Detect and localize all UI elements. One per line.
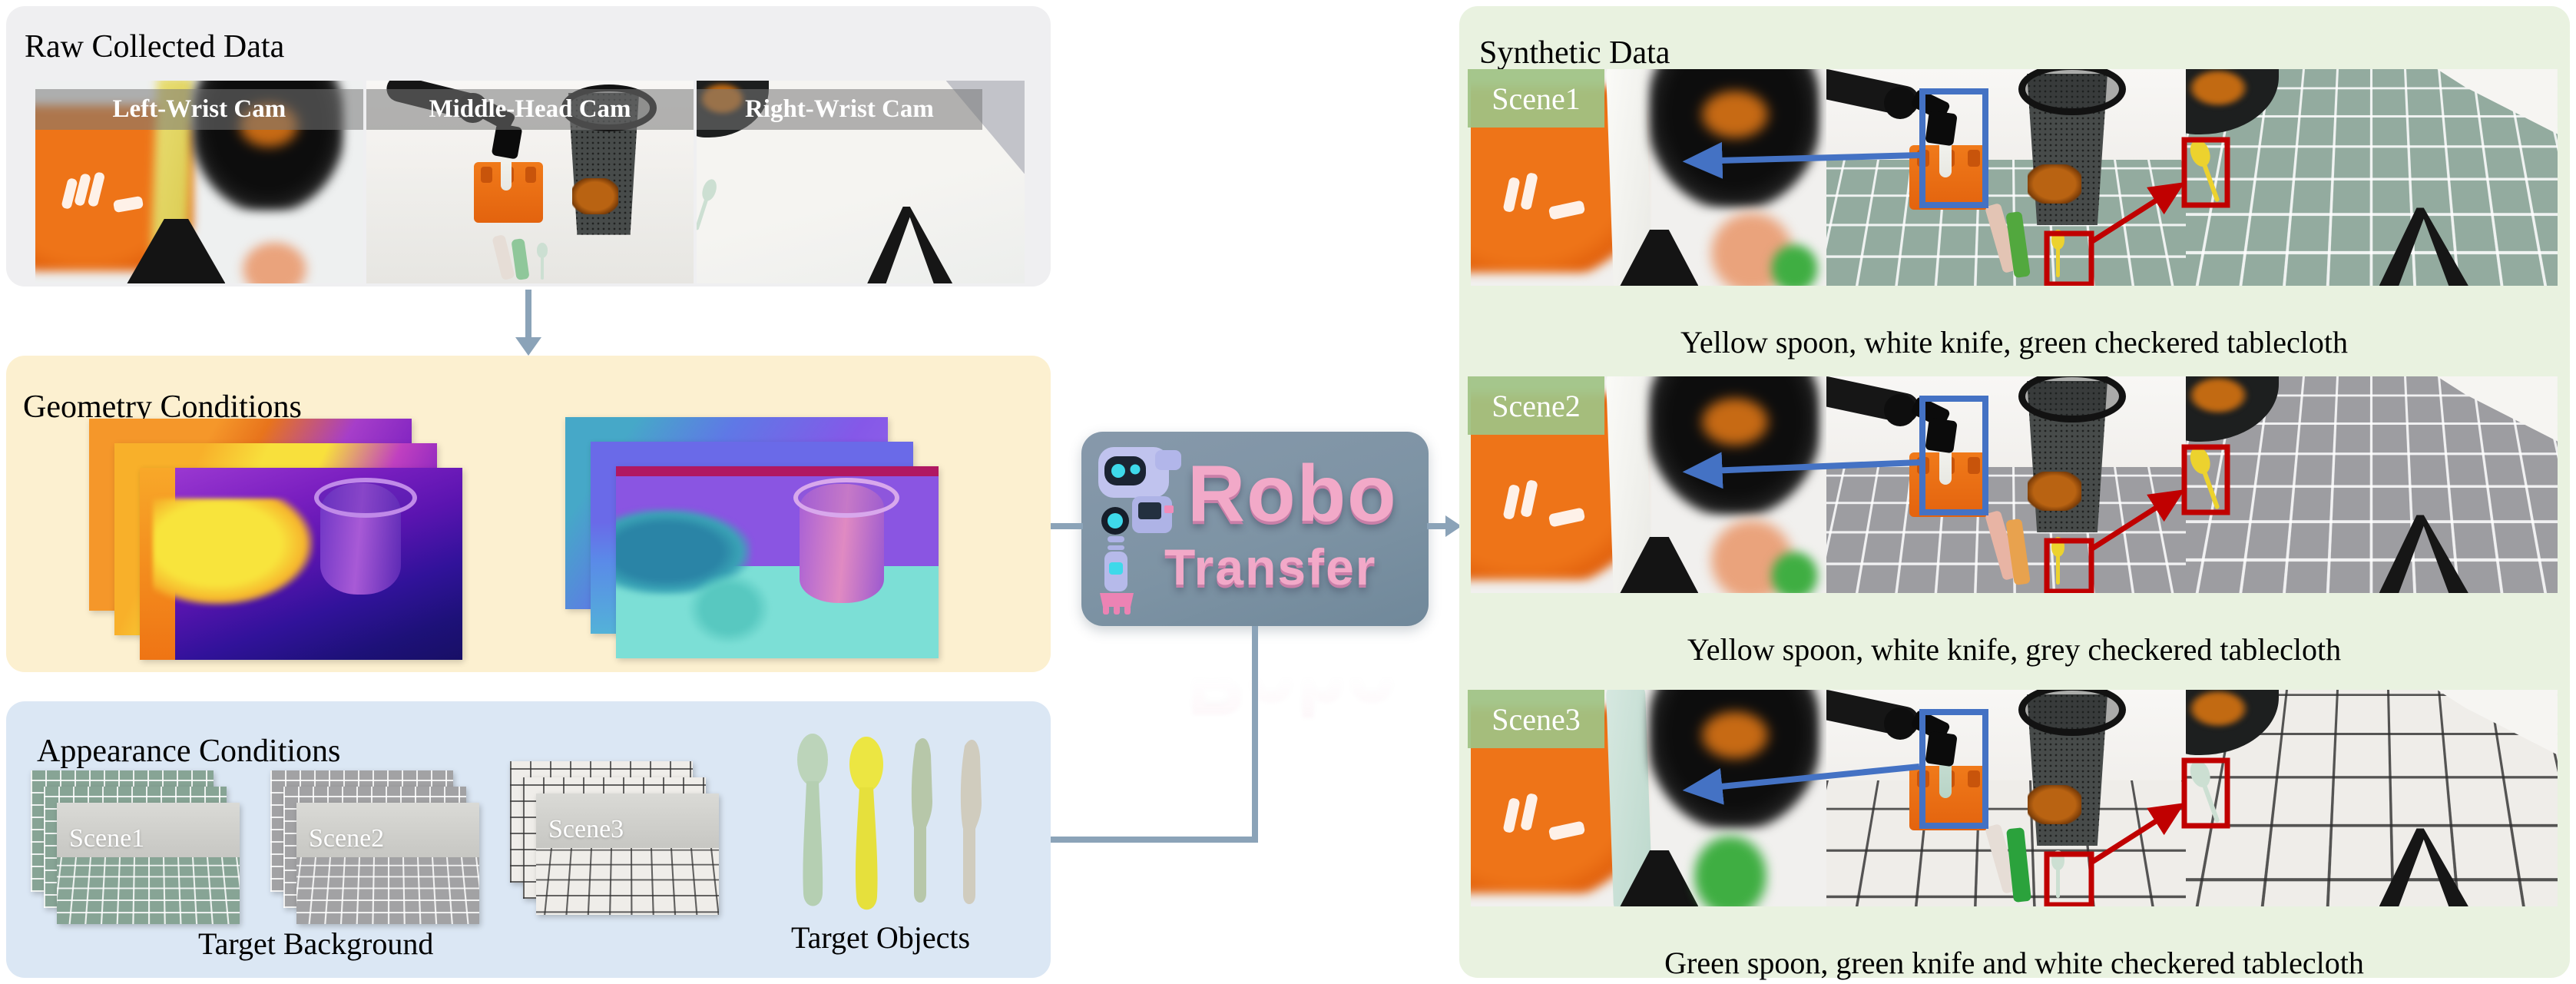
synthetic-row-scene2: Scene2 — [1468, 376, 2558, 593]
scene3-label: Scene3 — [548, 815, 624, 843]
logo-word-robo: Robo — [1187, 449, 1398, 538]
white-knife — [960, 739, 982, 904]
scene1-label: Scene1 — [69, 824, 145, 853]
scene1-middle-head-view — [1826, 69, 2186, 286]
scene1-left-wrist-view — [1471, 69, 1826, 286]
scene3-middle-head-view — [1826, 690, 2186, 906]
synthetic-row-scene1: Scene1 — [1468, 69, 2558, 286]
line-logo-to-synthetic — [1427, 523, 1447, 529]
scene3-caption: Green spoon, green knife and white check… — [1664, 946, 2364, 980]
camera-label: Right-Wrist Cam — [744, 95, 934, 123]
synthetic-row-scene3: Scene3 — [1468, 690, 2558, 906]
raw-camera-row: Left-Wrist Cam — [35, 81, 1025, 283]
scene2-right-wrist-view — [2186, 376, 2558, 593]
scene1-badge: Scene1 — [1468, 69, 1604, 128]
camera-label-bar: Left-Wrist Cam — [35, 89, 363, 130]
camera-label-bar: Middle-Head Cam — [366, 89, 694, 130]
line-geometry-to-logo — [1051, 523, 1083, 529]
green-spoon — [797, 734, 828, 906]
scene3-badge: Scene3 — [1468, 690, 1604, 748]
target-objects-utensils — [797, 734, 982, 910]
synthetic-panel-title: Synthetic Data — [1479, 35, 1670, 71]
right-wrist-cam-image: Right-Wrist Cam — [697, 81, 1025, 283]
scene2-front-sheet: Scene2 — [296, 803, 479, 924]
logo-word-transfer: Transfer — [1164, 538, 1377, 595]
panel-synthetic-data: Synthetic Data — [1459, 6, 2570, 980]
depth-map-front — [140, 468, 462, 660]
target-objects-caption: Target Objects — [791, 920, 971, 955]
panel-raw-collected-data: Raw Collected Data Left-Wrist Cam — [6, 6, 1051, 287]
panel-appearance-conditions: Appearance Conditions Scene1 Scene2 Sce — [6, 701, 1051, 978]
green-spoon-on-table — [2051, 850, 2065, 898]
scene1-right-wrist-view — [2186, 69, 2558, 286]
appearance-panel-title: Appearance Conditions — [37, 733, 341, 769]
scene3-front-sheet: Scene3 — [536, 793, 719, 915]
scene3-right-wrist-view — [2186, 690, 2558, 906]
scene2-background-stack: Scene2 — [270, 770, 482, 926]
scene2-label: Scene2 — [309, 824, 385, 853]
yellow-spoon-on-table — [2051, 536, 2065, 585]
scene2-badge: Scene2 — [1468, 376, 1604, 435]
scene2-caption: Yellow spoon, white knife, grey checkere… — [1687, 632, 2342, 667]
middle-head-cam-image: Middle-Head Cam — [366, 81, 694, 283]
camera-label: Middle-Head Cam — [429, 95, 631, 123]
scene3-background-stack: Scene3 — [510, 761, 722, 916]
bin-contents-orange — [572, 177, 619, 215]
yellow-spoon-on-table — [2051, 229, 2065, 277]
panel-geometry-conditions: Geometry Conditions — [6, 356, 1051, 672]
scene2-middle-head-view — [1826, 376, 2186, 593]
robotransfer-logo: Robo Transfer Robo Transfer — [1081, 432, 1429, 731]
arrow-raw-to-geometry-line — [525, 290, 531, 339]
scene1-background-stack: Scene1 — [31, 770, 243, 926]
elbow-appearance-to-logo-horizontal — [1051, 837, 1258, 843]
scene1-front-sheet: Scene1 — [57, 803, 240, 924]
arrow-raw-to-geometry-head — [515, 337, 541, 356]
normal-map-front — [616, 466, 939, 658]
left-wrist-cam-image: Left-Wrist Cam — [35, 81, 363, 283]
target-background-caption: Target Background — [198, 926, 434, 961]
camera-label-bar: Right-Wrist Cam — [697, 89, 982, 130]
yellow-spoon — [849, 737, 883, 910]
camera-label: Left-Wrist Cam — [112, 95, 286, 123]
elbow-appearance-to-logo-vertical — [1252, 626, 1258, 843]
packet-blur — [238, 238, 311, 283]
robot-mascot-icon — [1098, 447, 1181, 615]
arrow-logo-to-synthetic-head — [1445, 515, 1462, 537]
raw-panel-title: Raw Collected Data — [25, 28, 285, 65]
green-knife — [911, 737, 932, 903]
table-spoon — [536, 243, 548, 280]
scene1-caption: Yellow spoon, white knife, green checker… — [1680, 325, 2348, 359]
